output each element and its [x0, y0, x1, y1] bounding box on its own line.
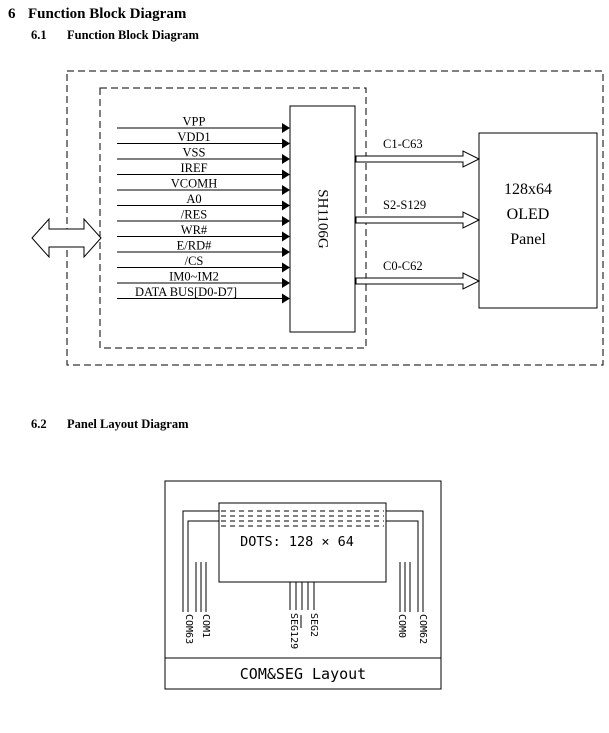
label-com1: COM1	[200, 614, 211, 638]
dots-label: DOTS: 128 × 64	[240, 534, 354, 550]
section-heading: 6 Function Block Diagram	[8, 6, 186, 23]
right-com-routing	[386, 510, 424, 612]
bus-arrow-icon	[355, 272, 481, 290]
label-seg2: SEG2	[308, 613, 319, 637]
panel-line-2: OLED	[507, 206, 550, 223]
center-seg-lines	[289, 582, 315, 610]
arrowhead-icon	[282, 169, 290, 180]
arrowhead-icon	[282, 154, 290, 164]
signal-label: WR#	[181, 223, 208, 237]
section-number: 6	[8, 6, 16, 22]
label-com62: COM62	[417, 614, 428, 644]
bus-label: C1-C63	[383, 137, 423, 151]
panel-line-1: 128x64	[504, 181, 552, 198]
bus-label: S2-S129	[383, 198, 426, 212]
row-dashed-lines	[221, 510, 384, 527]
bus-arrow-icon	[355, 211, 481, 229]
subsection-number: 6.2	[31, 417, 47, 431]
signal-label: VSS	[183, 146, 206, 160]
arrowhead-icon	[282, 123, 290, 133]
section-title: Function Block Diagram	[28, 6, 187, 22]
bus-arrow-icon	[355, 150, 481, 168]
label-com63: COM63	[183, 614, 194, 644]
signal-label: /RES	[181, 208, 207, 222]
subsection-title: Panel Layout Diagram	[67, 417, 189, 431]
arrowhead-icon	[282, 247, 290, 257]
subsection-heading-6-2: 6.2 Panel Layout Diagram	[31, 417, 189, 432]
signal-label: VCOMH	[171, 177, 218, 191]
bus-label: C0-C62	[383, 259, 423, 273]
arrowhead-icon	[282, 216, 290, 226]
signal-label: VDD1	[177, 130, 210, 144]
subsection-number: 6.1	[31, 28, 47, 42]
arrowhead-icon	[282, 278, 290, 288]
left-com-routing	[182, 510, 219, 612]
signal-label: VPP	[183, 115, 206, 129]
arrowhead-icon	[282, 262, 290, 273]
signal-label: /CS	[185, 254, 204, 268]
arrowhead-icon	[282, 200, 290, 211]
signal-label: A0	[186, 192, 201, 206]
label-com0: COM0	[396, 614, 407, 638]
panel-line-3: Panel	[510, 231, 546, 248]
arrowhead-icon	[282, 185, 290, 195]
signal-label: IM0~IM2	[169, 270, 219, 284]
arrowhead-icon	[282, 293, 290, 304]
arrowhead-icon	[282, 231, 290, 242]
oled-panel-box	[478, 132, 598, 309]
subsection-heading-6-1: 6.1 Function Block Diagram	[31, 28, 199, 43]
subsection-title: Function Block Diagram	[67, 28, 199, 42]
bidirectional-arrow-icon	[31, 217, 102, 259]
layout-footer-label: COM&SEG Layout	[240, 665, 366, 683]
signal-label: E/RD#	[177, 239, 212, 253]
outer-dashed-frame	[66, 70, 604, 366]
signal-label: DATA BUS[D0-D7]	[135, 285, 237, 299]
ic-label: SH1106G	[315, 189, 331, 249]
arrowhead-icon	[282, 138, 290, 149]
label-seg129: SEG129	[288, 613, 299, 649]
signal-label: IREF	[180, 161, 207, 175]
ic-box	[289, 105, 356, 333]
